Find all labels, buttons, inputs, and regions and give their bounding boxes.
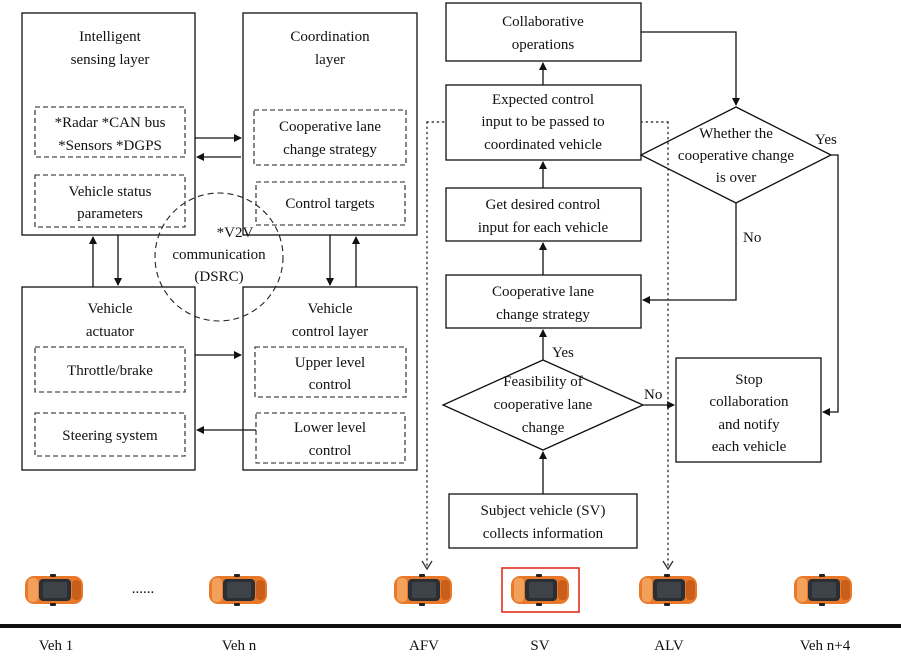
architecture-arrows [89, 134, 360, 434]
vehicle-label-sv: SV [530, 638, 549, 654]
coordination-layer-block: Coordination layer Cooperative lane chan… [242, 12, 418, 236]
subject-line-2: collects information [483, 526, 604, 542]
coop-strategy-line-1: Cooperative lane [279, 119, 381, 135]
sv-highlight-frame [501, 567, 580, 613]
lower-control-box [255, 412, 406, 464]
actuator-block: Vehicle actuator Throttle/brake Steering… [21, 286, 196, 471]
control-layer-title-2: control layer [292, 324, 368, 340]
v2v-line-3: (DSRC) [194, 269, 243, 285]
control-targets-box [255, 181, 406, 226]
flow-expected-control-input: Expected control input to be passed to c… [445, 84, 642, 161]
flow-desired-control-input: Get desired control input for each vehic… [445, 187, 642, 242]
actuator-title-2: actuator [86, 324, 134, 340]
road-section: ...... Veh 1 Veh n AFV SV ALV Veh n+4 [0, 567, 901, 654]
car-veh-n-plus-4 [794, 574, 852, 606]
no-label-over: No [743, 230, 761, 246]
flow-arrows [539, 31, 839, 494]
flow-cooperative-lane-change: Cooperative lane change strategy [445, 274, 642, 329]
feasibility-line-2: cooperative lane [494, 397, 593, 413]
over-line-3: is over [716, 170, 756, 186]
subject-line-1: Subject vehicle (SV) [481, 503, 606, 519]
expected-line-1: Expected control [492, 92, 594, 108]
sensing-layer-block: Intelligent sensing layer *Radar *CAN bu… [21, 12, 196, 236]
no-label-feasibility: No [644, 387, 662, 403]
stop-line-2: collaboration [709, 394, 789, 410]
vehicle-label-alv: ALV [654, 638, 684, 654]
flow-collaborative-operations: Collaborative operations [445, 2, 642, 62]
v2v-line-1: *V2V [217, 225, 254, 241]
stop-line-1: Stop [735, 372, 763, 388]
status-box [34, 174, 186, 228]
over-line-1: Whether the [699, 126, 773, 142]
control-layer-block: Vehicle control layer Upper level contro… [242, 286, 418, 471]
yes-label-over: Yes [815, 132, 837, 148]
status-line-2: parameters [77, 206, 143, 222]
expected-line-3: coordinated vehicle [484, 137, 602, 153]
upper-control-line-1: Upper level [295, 355, 365, 371]
upper-control-line-2: control [309, 377, 352, 393]
expected-line-2: input to be passed to [481, 114, 604, 130]
coop-line-2: change strategy [496, 307, 590, 323]
sensing-layer-title-2: sensing layer [71, 52, 150, 68]
control-targets-label: Control targets [285, 196, 374, 212]
upper-control-box [254, 346, 407, 398]
throttle-box [34, 346, 186, 393]
flow-subject-vehicle: Subject vehicle (SV) collects informatio… [448, 493, 638, 549]
feasibility-line-1: Feasibility of [503, 374, 583, 390]
desired-line-1: Get desired control [486, 197, 601, 213]
status-line-1: Vehicle status [69, 184, 152, 200]
vehicle-label-afv: AFV [409, 638, 439, 654]
car-afv [394, 574, 452, 606]
flow-change-over-decision: Whether the cooperative change is over [639, 106, 833, 204]
lower-control-line-1: Lower level [294, 420, 366, 436]
car-alv [639, 574, 697, 606]
steering-label: Steering system [62, 428, 158, 444]
coordination-title-2: layer [315, 52, 345, 68]
yes-label-feasibility: Yes [552, 345, 574, 361]
coordination-title-1: Coordination [290, 29, 370, 45]
car-veh-1 [25, 574, 83, 606]
control-layer-title-1: Vehicle [308, 301, 353, 317]
coop-strategy-box [253, 109, 407, 166]
sensing-layer-title-1: Intelligent [79, 29, 141, 45]
ellipsis: ...... [132, 581, 155, 597]
sensors-line-1: *Radar *CAN bus [55, 115, 166, 131]
collab-line-2: operations [512, 37, 575, 53]
desired-line-2: input for each vehicle [478, 220, 609, 236]
stop-line-4: each vehicle [712, 439, 787, 455]
vehicle-label-veh-n: Veh n [222, 638, 257, 654]
car-sv [511, 574, 569, 606]
v2v-line-2: communication [172, 247, 266, 263]
road-line [0, 624, 901, 628]
stop-line-3: and notify [718, 417, 780, 433]
collab-line-1: Collaborative [502, 14, 584, 30]
v2v-communication: *V2V communication (DSRC) [154, 192, 284, 322]
throttle-label: Throttle/brake [67, 363, 153, 379]
lower-control-line-2: control [309, 443, 352, 459]
coop-line-1: Cooperative lane [492, 284, 594, 300]
coop-strategy-line-2: change strategy [283, 142, 377, 158]
steering-box [34, 412, 186, 457]
vehicle-label-veh-n-plus-4: Veh n+4 [800, 638, 851, 654]
feasibility-line-3: change [522, 420, 565, 436]
flow-feasibility-decision: Feasibility of cooperative lane change [441, 359, 645, 451]
over-line-2: cooperative change [678, 148, 795, 164]
actuator-title-1: Vehicle [88, 301, 133, 317]
vehicle-label-veh-1: Veh 1 [39, 638, 74, 654]
car-veh-n [209, 574, 267, 606]
sensors-box [34, 106, 186, 158]
flow-stop-collaboration: Stop collaboration and notify each vehic… [675, 357, 822, 463]
sensors-line-2: *Sensors *DGPS [58, 138, 162, 154]
dotted-connectors [421, 121, 674, 571]
